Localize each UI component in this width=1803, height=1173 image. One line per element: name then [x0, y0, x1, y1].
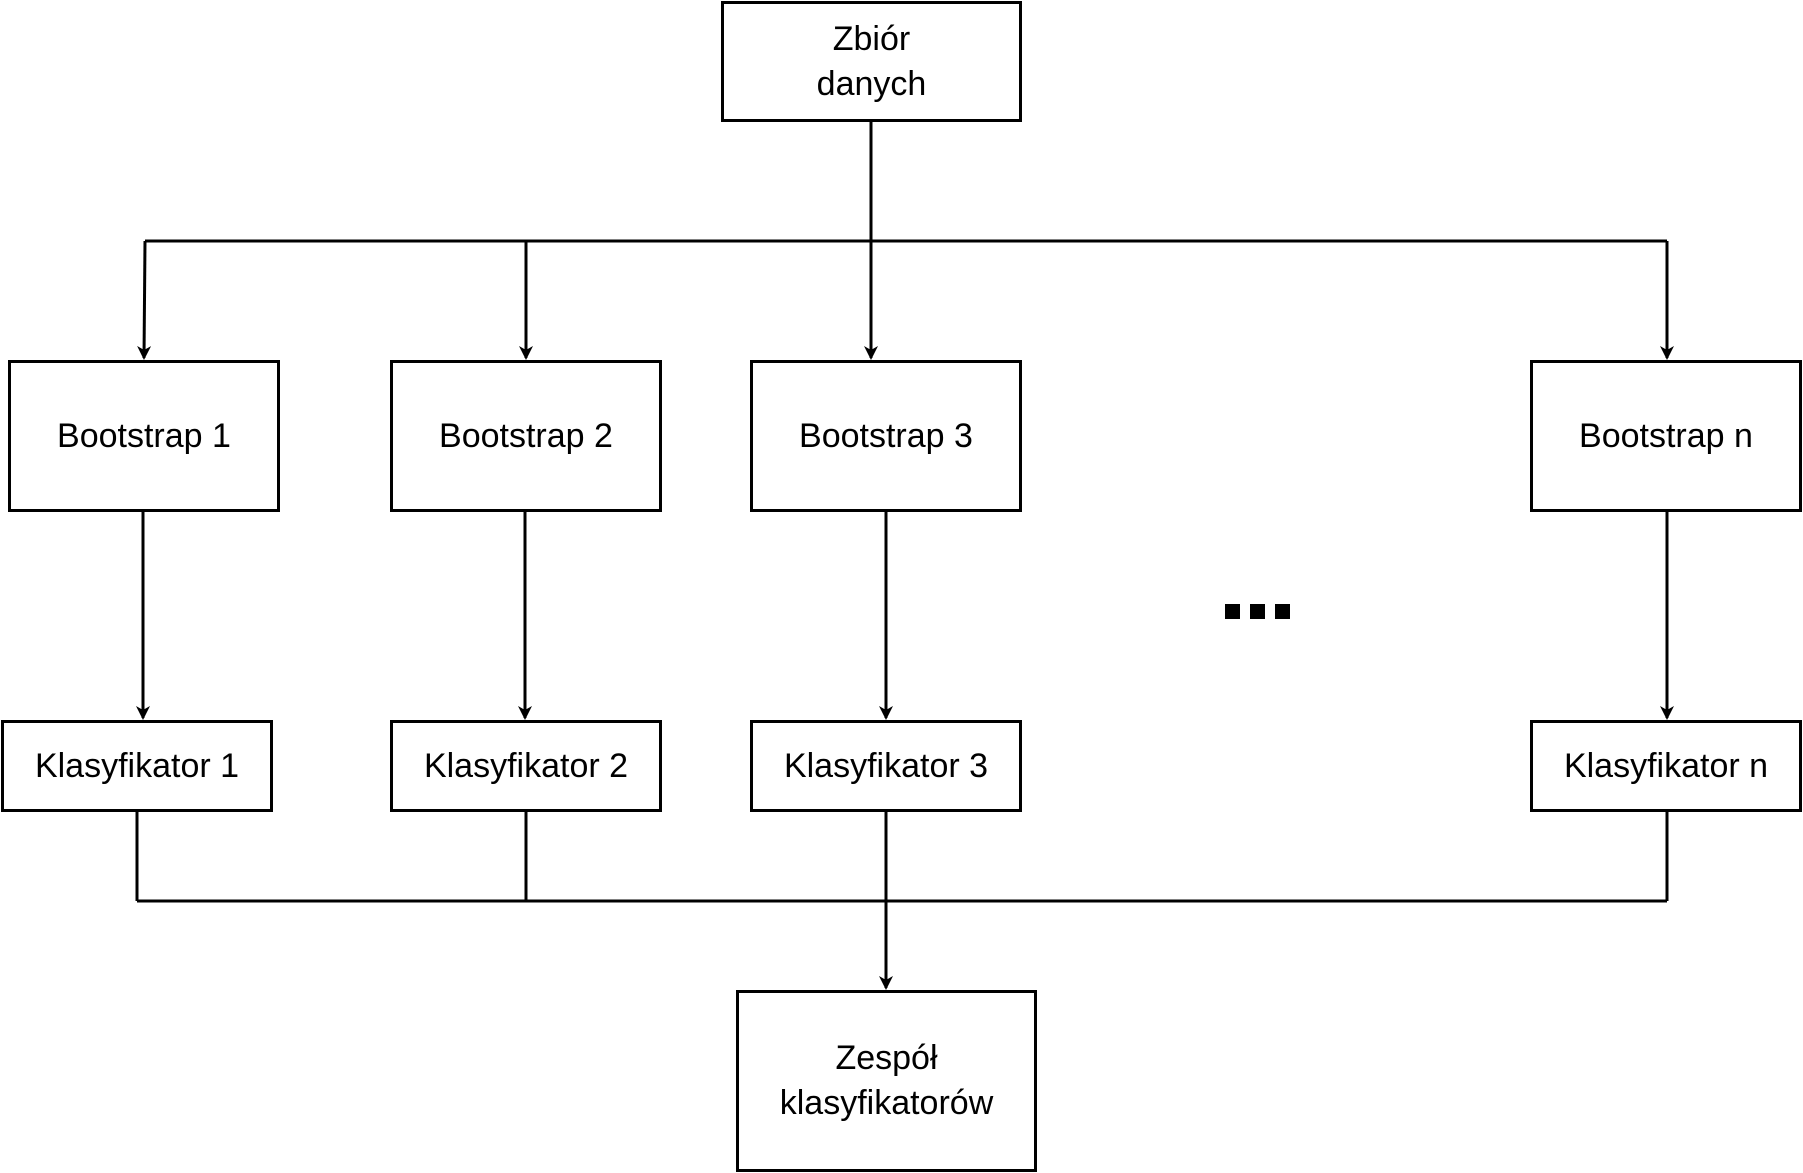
- node-ensemble-label: Zespół klasyfikatorów: [779, 1039, 994, 1122]
- node-bootstrap-n: Bootstrap n: [1530, 360, 1802, 512]
- node-classifier-2-label: Klasyfikator 2: [423, 746, 629, 785]
- node-classifier-3: Klasyfikator 3: [750, 720, 1022, 812]
- node-ensemble: Zespół klasyfikatorów: [736, 990, 1037, 1172]
- node-classifier-2: Klasyfikator 2: [390, 720, 662, 812]
- node-bootstrap-n-label: Bootstrap n: [1579, 416, 1753, 455]
- node-classifier-1-label: Klasyfikator 1: [34, 746, 240, 785]
- node-bootstrap-1-label: Bootstrap 1: [57, 416, 231, 455]
- node-dataset: Zbiór danych: [721, 1, 1022, 122]
- node-bootstrap-1: Bootstrap 1: [8, 360, 280, 512]
- node-bootstrap-2: Bootstrap 2: [390, 360, 662, 512]
- node-classifier-n: Klasyfikator n: [1530, 720, 1802, 812]
- edge-dataset-bootstrap-1: [137, 240, 152, 360]
- node-bootstrap-3-label: Bootstrap 3: [799, 416, 973, 455]
- ellipsis-icon: [1225, 604, 1290, 619]
- node-classifier-n-label: Klasyfikator n: [1563, 746, 1769, 785]
- node-bootstrap-3: Bootstrap 3: [750, 360, 1022, 512]
- node-bootstrap-2-label: Bootstrap 2: [439, 416, 613, 455]
- node-classifier-1: Klasyfikator 1: [1, 720, 273, 812]
- node-dataset-label: Zbiór danych: [816, 19, 927, 103]
- node-classifier-3-label: Klasyfikator 3: [783, 746, 989, 785]
